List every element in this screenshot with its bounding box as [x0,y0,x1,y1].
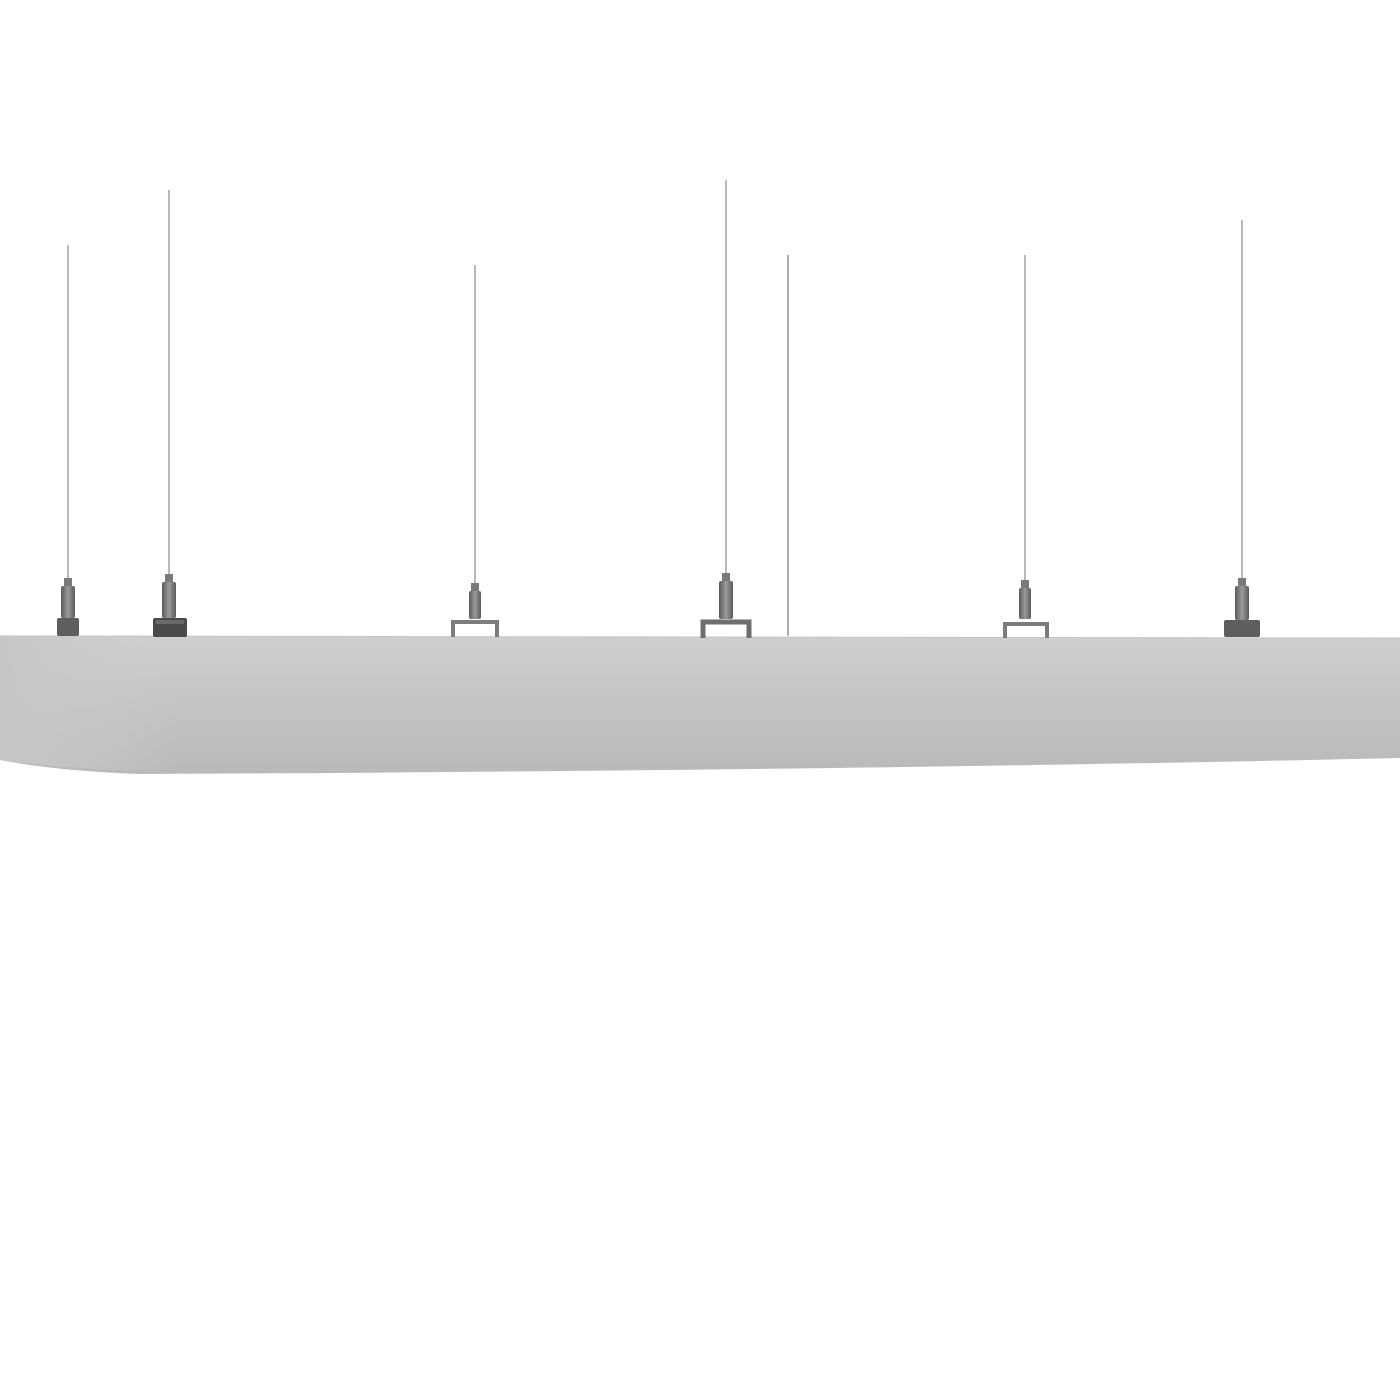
fitting-4 [700,573,752,638]
suspension-fittings [57,573,1260,638]
panel-body [0,636,1400,774]
clip-3 [451,620,499,637]
panel-left-end-shade [0,636,180,771]
suspension-cables [67,180,1243,636]
fitting-7 [1224,578,1260,637]
fitting-1 [57,578,79,636]
luminaire-panel [0,635,1400,774]
panel-top-edge [0,635,1400,639]
clip-6 [1003,622,1049,638]
clip-4 [700,619,752,638]
fitting-6 [1003,580,1049,638]
fitting-3 [451,583,499,637]
fitting-2 [153,574,187,637]
